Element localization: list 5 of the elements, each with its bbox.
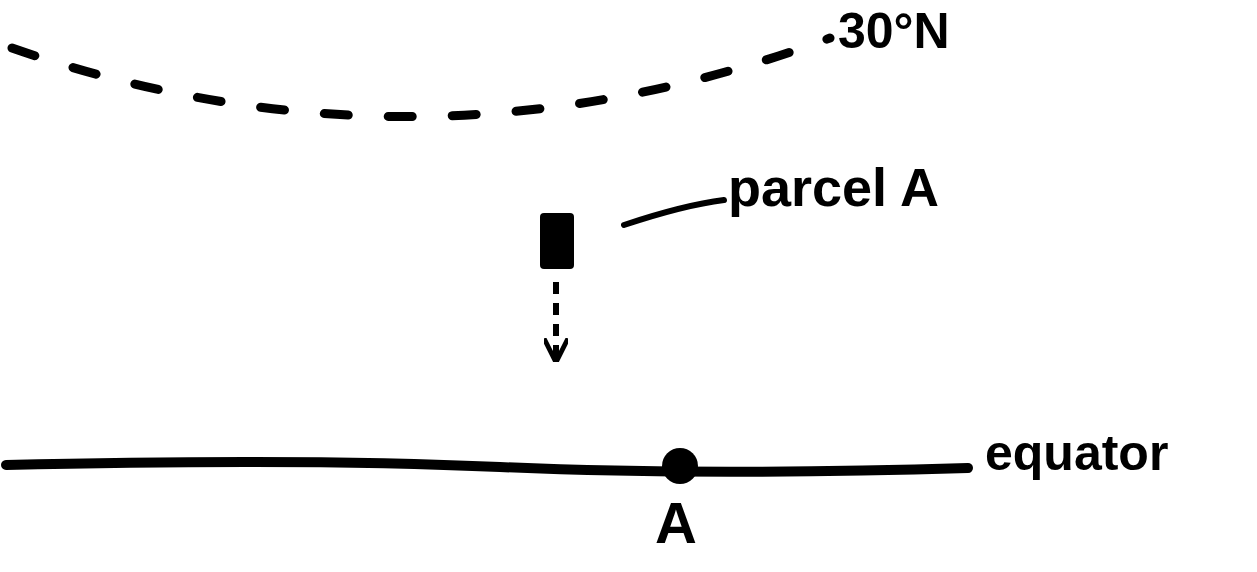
leader-line [621,197,727,228]
equator-label: equator [985,428,1169,478]
latitude-label: 30°N [838,6,950,56]
point-label: A [655,494,697,552]
air-parcel [540,213,574,269]
